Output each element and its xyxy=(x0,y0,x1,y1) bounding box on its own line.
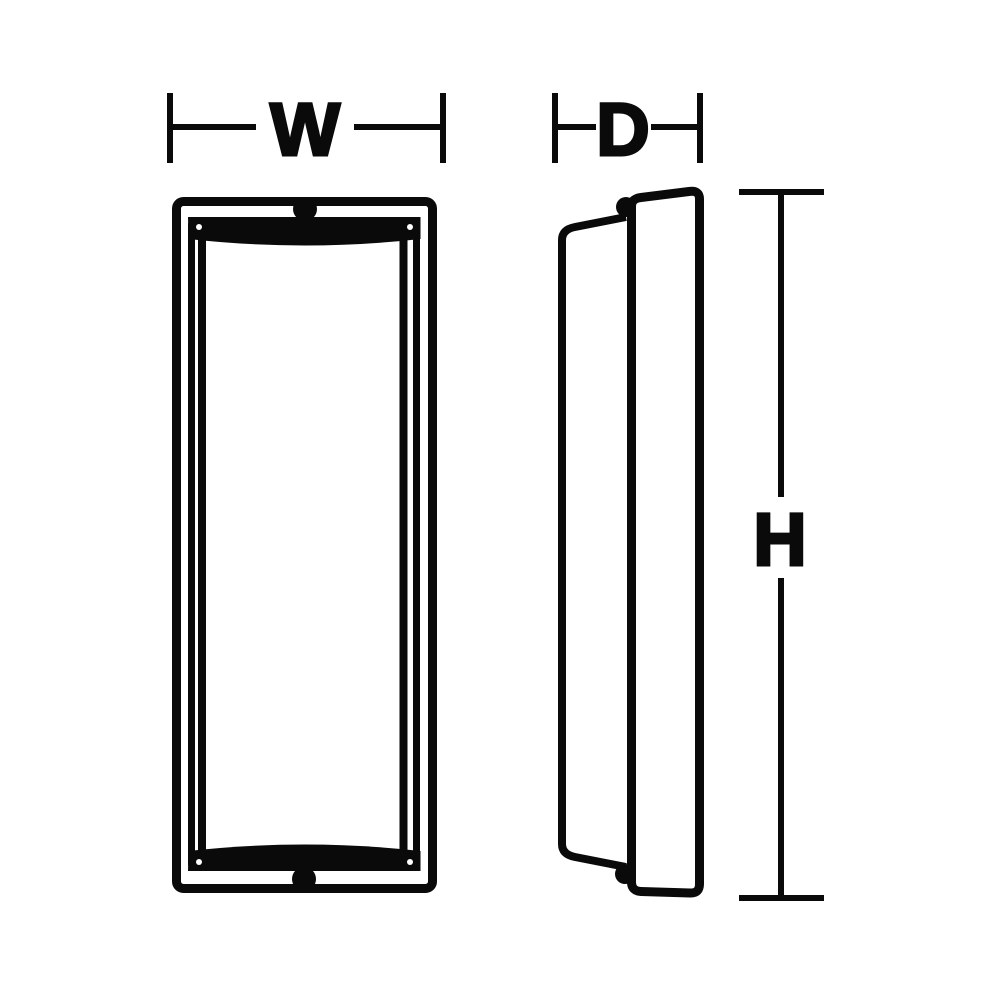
front-view-bottom-bar xyxy=(188,844,421,871)
front-view-top-bar xyxy=(188,217,421,246)
top-screw-icon xyxy=(293,197,317,221)
depth-dimension: D xyxy=(552,87,703,173)
height-label: H xyxy=(753,498,806,581)
width-label: W xyxy=(270,88,340,171)
screw-hole-top-left xyxy=(196,224,202,230)
front-view xyxy=(172,197,437,893)
side-view-front-panel xyxy=(627,186,704,898)
screw-hole-top-right xyxy=(407,224,413,230)
side-view xyxy=(558,186,704,898)
depth-label: D xyxy=(596,88,649,171)
screw-hole-bottom-left xyxy=(196,859,202,865)
front-view-inner-frame-inner-rail xyxy=(198,227,408,862)
side-view-backplate xyxy=(558,213,627,871)
screw-hole-bottom-right xyxy=(407,859,413,865)
height-dimension: H xyxy=(739,189,824,901)
width-dimension: W xyxy=(167,87,446,173)
bottom-screw-icon xyxy=(292,867,316,891)
